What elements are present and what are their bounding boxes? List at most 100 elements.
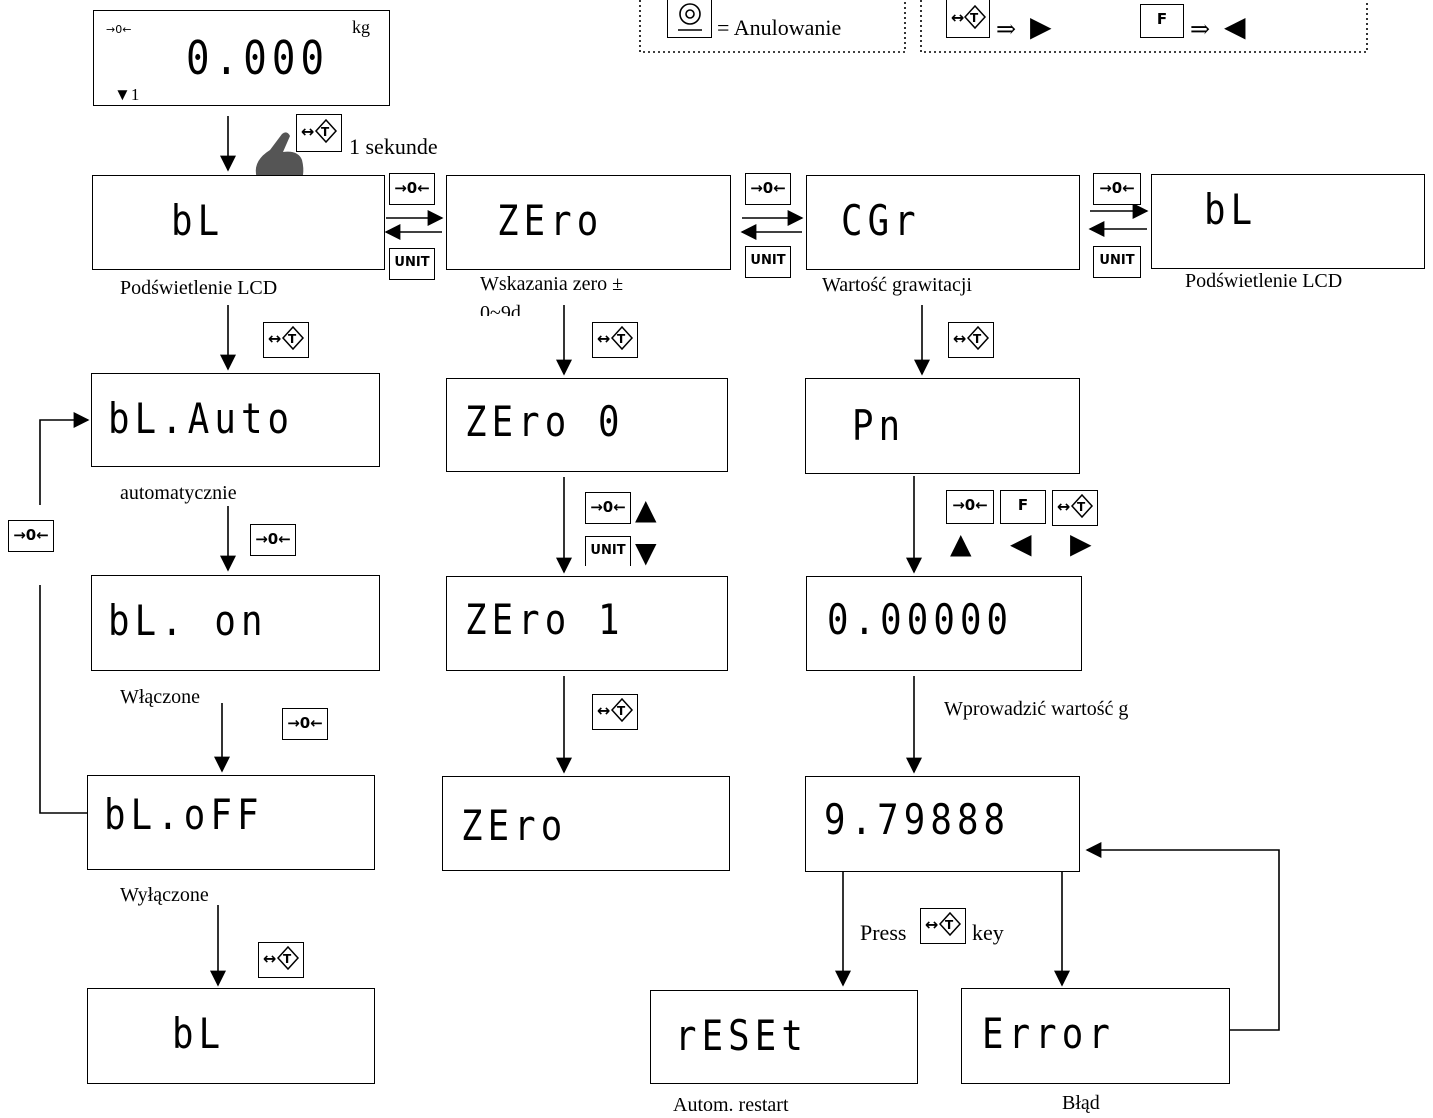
display-g-value: 9.79888 <box>805 776 1080 872</box>
legend-arrow-right: ⇒ <box>996 15 1016 44</box>
svg-text:↔: ↔ <box>597 701 610 720</box>
up-triangle-icon: ▲ <box>950 530 972 558</box>
error-text: Error <box>982 1009 1115 1058</box>
svg-text:↔: ↔ <box>951 8 964 27</box>
tare-key-hold: ↔ T <box>296 114 342 152</box>
bl-off-label: Wyłączone <box>120 884 209 907</box>
triangle-left-icon: ◀ <box>1224 13 1246 41</box>
hold-duration-label: 1 sekunde <box>349 134 438 160</box>
display-bl-off: bL.oFF <box>87 775 375 870</box>
g-value-text: 9.79888 <box>824 795 1010 844</box>
tare-key-zero-confirm: ↔T <box>592 694 638 730</box>
display-pn: Pn <box>805 378 1080 474</box>
legend-arrow-left: ⇒ <box>1190 15 1210 44</box>
f-key-g: F <box>1000 490 1046 524</box>
triangle-right-icon: ▶ <box>1030 13 1052 41</box>
unit-key-1: UNIT <box>389 248 435 280</box>
bl2-text: bL <box>1204 185 1257 234</box>
display-bl: bL <box>92 175 385 270</box>
bl-auto-label: automatycznie <box>120 482 237 505</box>
zero-key-bl-off: →0← <box>282 708 328 740</box>
zero-key-g: →0← <box>946 490 994 524</box>
svg-text:↔: ↔ <box>268 329 281 348</box>
tare-icon: ↔T <box>260 943 302 975</box>
svg-text:↔: ↔ <box>1057 497 1070 516</box>
display-error: Error <box>961 988 1230 1084</box>
tare-key-bl-end: ↔T <box>258 942 304 978</box>
svg-text:↔: ↔ <box>925 915 938 934</box>
zero-key-up: →0← <box>585 492 631 524</box>
cancel-key <box>667 0 712 38</box>
zero-indicator: →0← <box>106 23 131 36</box>
pn-text: Pn <box>852 401 905 450</box>
weight-value: 0.000 <box>186 31 329 85</box>
zero-key-2: →0← <box>745 173 791 205</box>
display-bl-end: bL <box>1151 174 1425 269</box>
error-label: Błąd <box>1062 1092 1100 1115</box>
unit-label: kg <box>352 17 370 38</box>
tare-icon: ↔T <box>265 323 307 355</box>
svg-text:T: T <box>973 332 982 346</box>
zero-end-text: ZEro <box>461 801 567 850</box>
bl-auto-text: bL.Auto <box>108 394 294 443</box>
svg-text:T: T <box>617 704 626 718</box>
svg-text:↔: ↔ <box>597 329 610 348</box>
bl-off-text: bL.oFF <box>104 790 264 839</box>
tare-icon: ↔T <box>594 695 636 727</box>
tare-icon: ↔T <box>950 323 992 355</box>
channel-marker: ▼1 <box>114 85 139 105</box>
bl-text: bL <box>171 196 224 245</box>
display-g-zero: 0.00000 <box>806 576 1082 671</box>
reset-label: Autom. restart <box>673 1094 789 1117</box>
display-bl-final: bL <box>87 988 375 1084</box>
bl-label: Podświetlenie LCD <box>120 277 277 300</box>
reset-text: rESEt <box>675 1011 808 1060</box>
unit-key-2: UNIT <box>745 246 791 278</box>
zero-key-loop: →0← <box>8 520 54 552</box>
svg-text:T: T <box>1077 500 1086 514</box>
cgr-text: CGr <box>841 196 921 245</box>
press-label: Press <box>860 920 906 946</box>
svg-text:T: T <box>283 952 292 966</box>
svg-text:↔: ↔ <box>301 122 314 141</box>
svg-text:↔: ↔ <box>263 949 276 968</box>
svg-text:T: T <box>945 918 954 932</box>
display-bl-on: bL. on <box>91 575 380 671</box>
unit-key-down: UNIT <box>585 536 631 566</box>
cancel-label: = Anulowanie <box>717 15 841 41</box>
tare-icon: ↔ T <box>948 0 988 36</box>
start-display: →0← kg 0.000 ▼1 <box>93 10 390 106</box>
down-triangle-icon: ▼ <box>635 539 657 567</box>
tare-key-zero: ↔T <box>592 322 638 358</box>
cgr-label: Wartość grawitacji <box>822 274 972 297</box>
svg-text:T: T <box>617 332 626 346</box>
enter-g-label: Wprowadzić wartość g <box>944 698 1128 721</box>
tare-key-press: ↔T <box>920 908 966 944</box>
bl-on-label: Włączone <box>120 686 200 709</box>
key-label: key <box>972 920 1004 946</box>
bl2-label: Podświetlenie LCD <box>1185 270 1342 293</box>
g-zero-text: 0.00000 <box>827 595 1013 644</box>
cancel-icon <box>669 0 711 36</box>
display-reset: rESEt <box>650 990 918 1084</box>
display-cgr: CGr <box>806 175 1080 270</box>
left-triangle-icon: ◀ <box>1010 530 1032 558</box>
zero-text: ZEro <box>497 196 603 245</box>
f-key: F <box>1140 4 1184 38</box>
zero-label-range: 0~9d <box>480 302 521 316</box>
tare-key: ↔ T <box>946 0 990 38</box>
display-zero-0: ZEro 0 <box>446 378 728 472</box>
unit-key-3: UNIT <box>1093 246 1141 278</box>
up-triangle-icon: ▲ <box>635 496 657 524</box>
tare-icon: ↔T <box>1054 491 1096 523</box>
tare-key-bl: ↔T <box>263 322 309 358</box>
display-bl-auto: bL.Auto <box>91 373 380 467</box>
tare-icon: ↔T <box>922 909 964 941</box>
display-zero-1: ZEro 1 <box>446 576 728 671</box>
tare-key-g: ↔T <box>1052 490 1098 526</box>
right-triangle-icon: ▶ <box>1070 530 1092 558</box>
svg-text:T: T <box>288 332 297 346</box>
zero-label: Wskazania zero ± <box>480 273 623 296</box>
svg-text:T: T <box>321 125 330 139</box>
